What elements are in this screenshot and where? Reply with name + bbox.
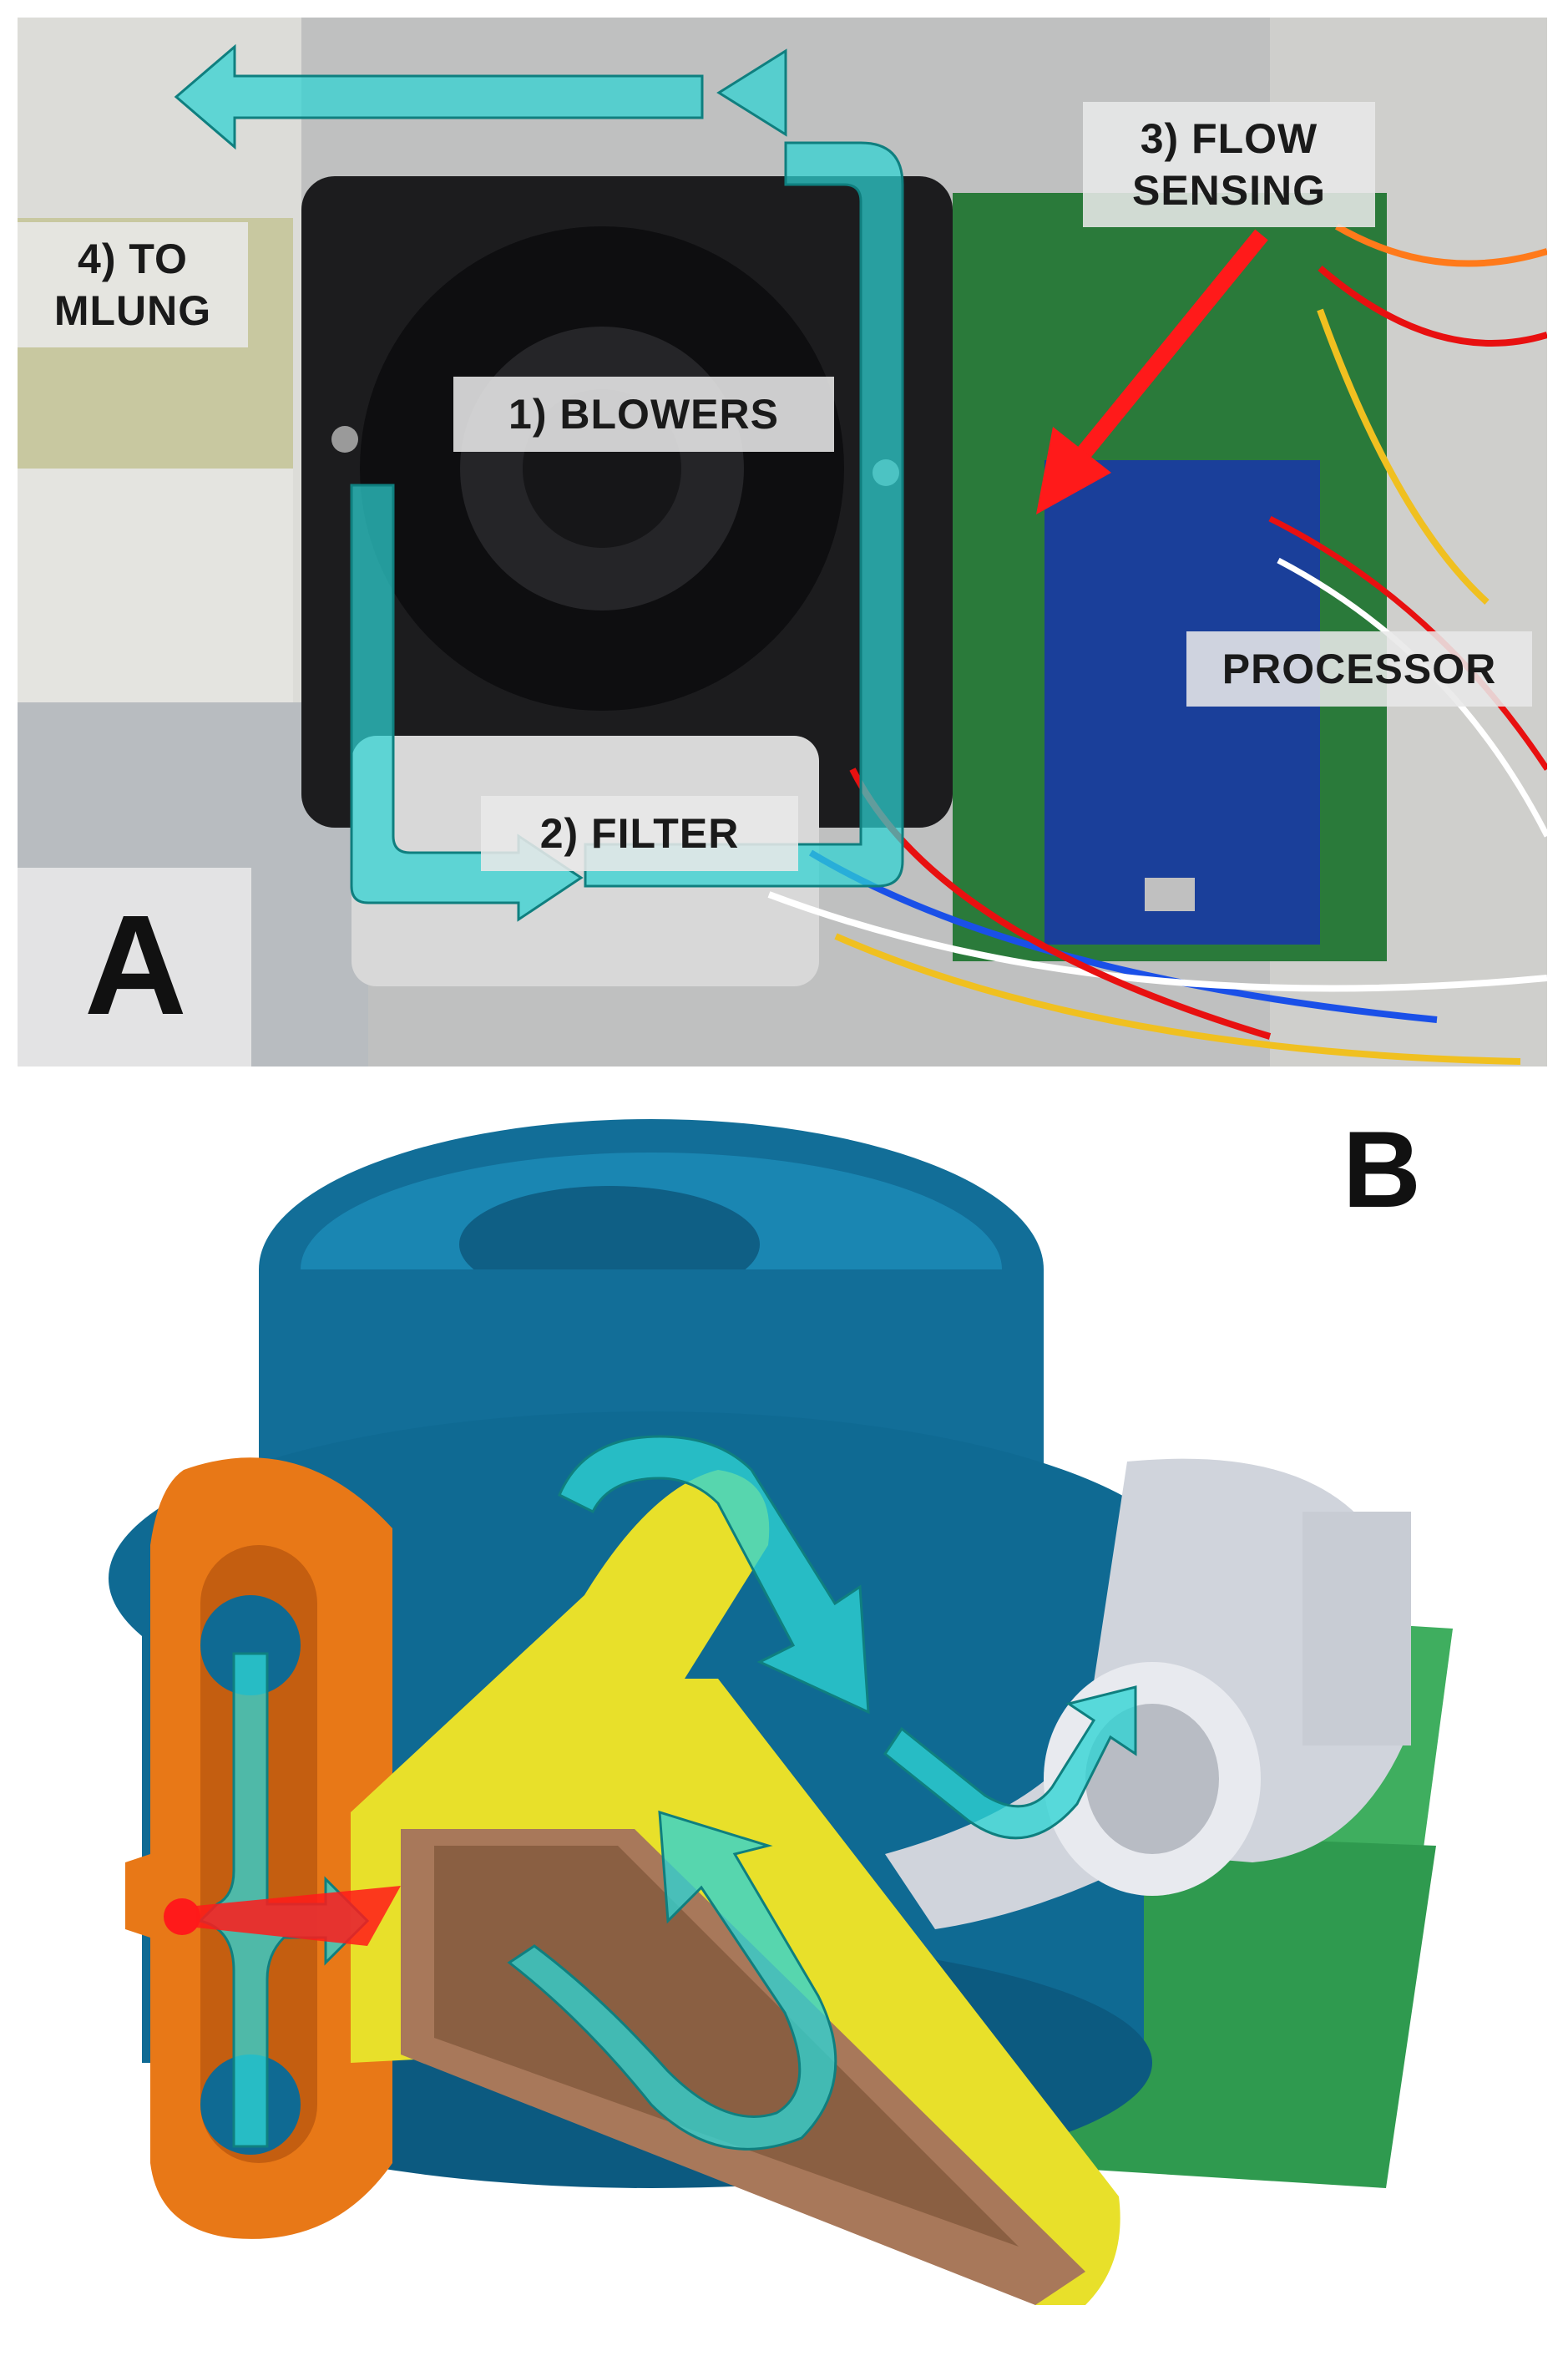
label-filter: 2) FILTER <box>481 796 798 871</box>
label-processor: PROCESSOR <box>1186 631 1532 707</box>
panel-b-cad: B <box>0 1077 1568 2361</box>
label-flow-sensing: 3) FLOW SENSING <box>1083 102 1375 227</box>
cad-rendering <box>109 1119 1453 2305</box>
flow-path-arrows <box>174 43 904 922</box>
label-to-mlung: 4) TO MLUNG <box>18 222 248 347</box>
cad-flow-arrows <box>198 1435 1137 2151</box>
panel-letter-a: A <box>84 886 187 1045</box>
flow-sensing-arrow <box>1036 229 1268 514</box>
panel-a-letter-box <box>18 868 251 1067</box>
panel-a-photo: 4) TO MLUNG 3) FLOW SENSING 1) BLOWERS P… <box>18 18 1547 1067</box>
cad-sensing-arrow <box>164 1886 401 1946</box>
label-blowers: 1) BLOWERS <box>453 377 834 452</box>
panel-letter-b: B <box>1343 1108 1421 1230</box>
